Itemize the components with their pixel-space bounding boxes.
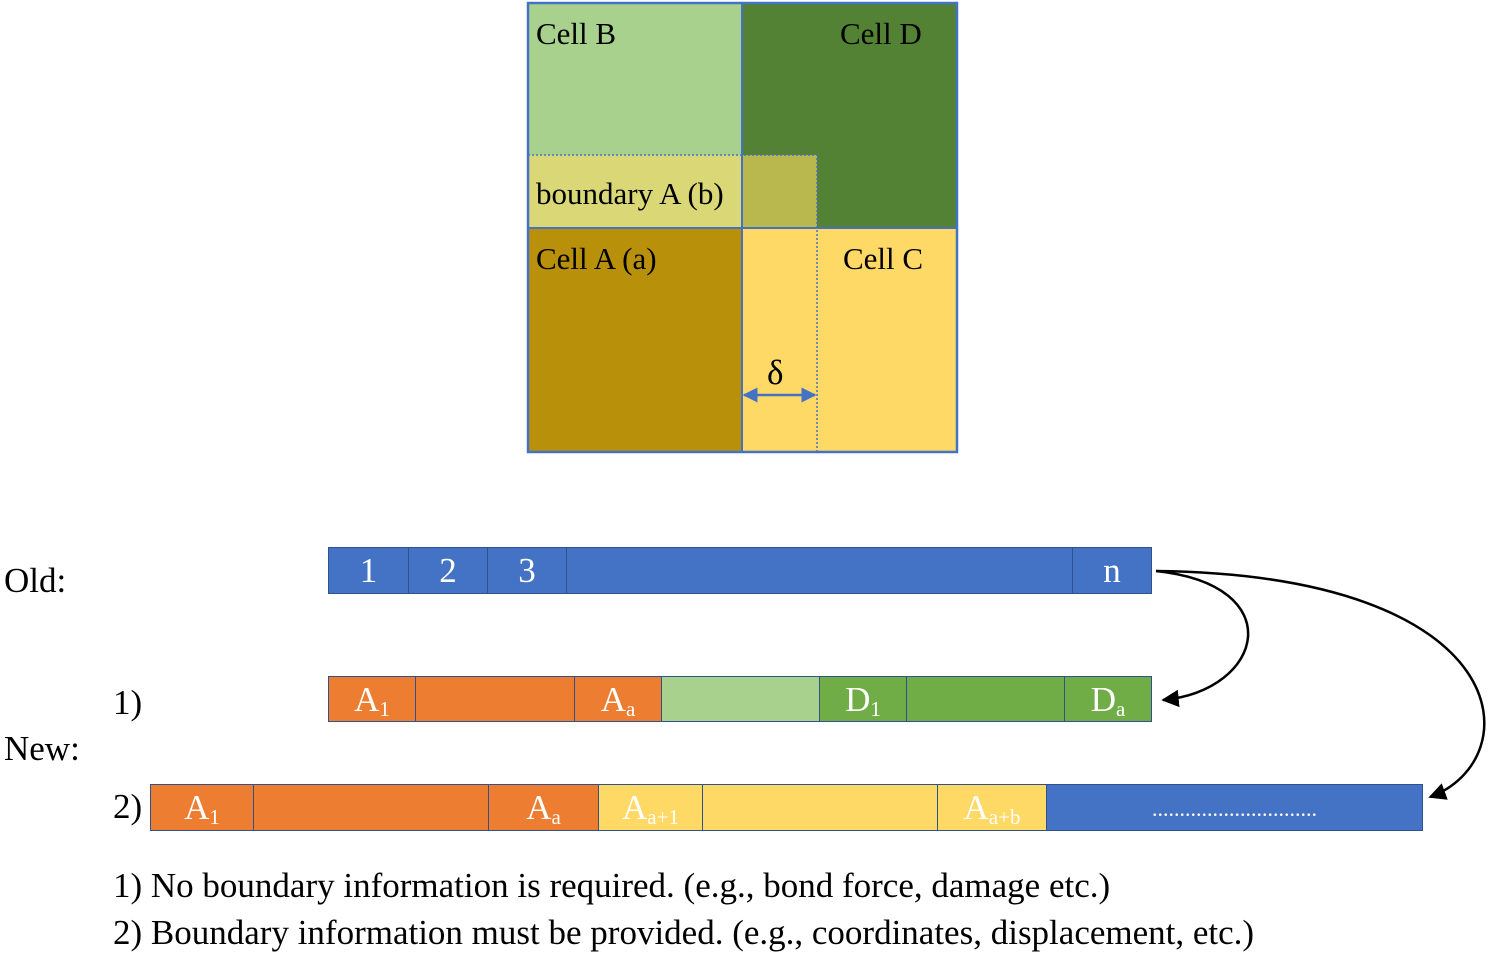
boundary-dotted-outline [528,154,818,453]
new2-seg-boundary-mid [703,784,938,831]
old-label: Old: [4,561,67,600]
boundary-label: boundary A (b) [536,176,724,211]
cell-b-label: Cell B [536,16,617,51]
row2-label: 2) [113,787,143,826]
new-label: New: [4,729,80,768]
note-1: 1) No boundary information is required. … [113,866,1111,905]
arrow-old-to-new2 [1155,569,1486,800]
new1-seg-b [662,676,820,722]
note-2: 2) Boundary information must be provided… [113,913,1255,952]
cell-c [742,228,957,452]
cell-a-label: Cell A (a) [536,241,657,276]
boundary-region-overlap [742,155,817,228]
new1-seg-d-mid [907,676,1065,722]
old-seg-2: 2 [409,547,488,594]
cell-d-label: Cell D [840,16,922,51]
old-seg-1: 1 [328,547,409,594]
boundary-region-left [528,155,742,228]
old-seg-4 [567,547,1073,594]
cell-c-label: Cell C [843,241,924,276]
cell-a [528,228,742,452]
row1-label: 1) [113,683,143,722]
delta-label: δ [767,353,784,392]
old-seg-3: 3 [488,547,567,594]
new1-seg-a-mid [416,676,575,722]
cell-b [528,3,742,155]
old-seg-n: n [1073,547,1152,594]
new2-seg-a-mid [254,784,489,831]
arrow-old-to-new1 [1155,569,1250,708]
new2-seg-rest: .............................. [1047,784,1423,831]
